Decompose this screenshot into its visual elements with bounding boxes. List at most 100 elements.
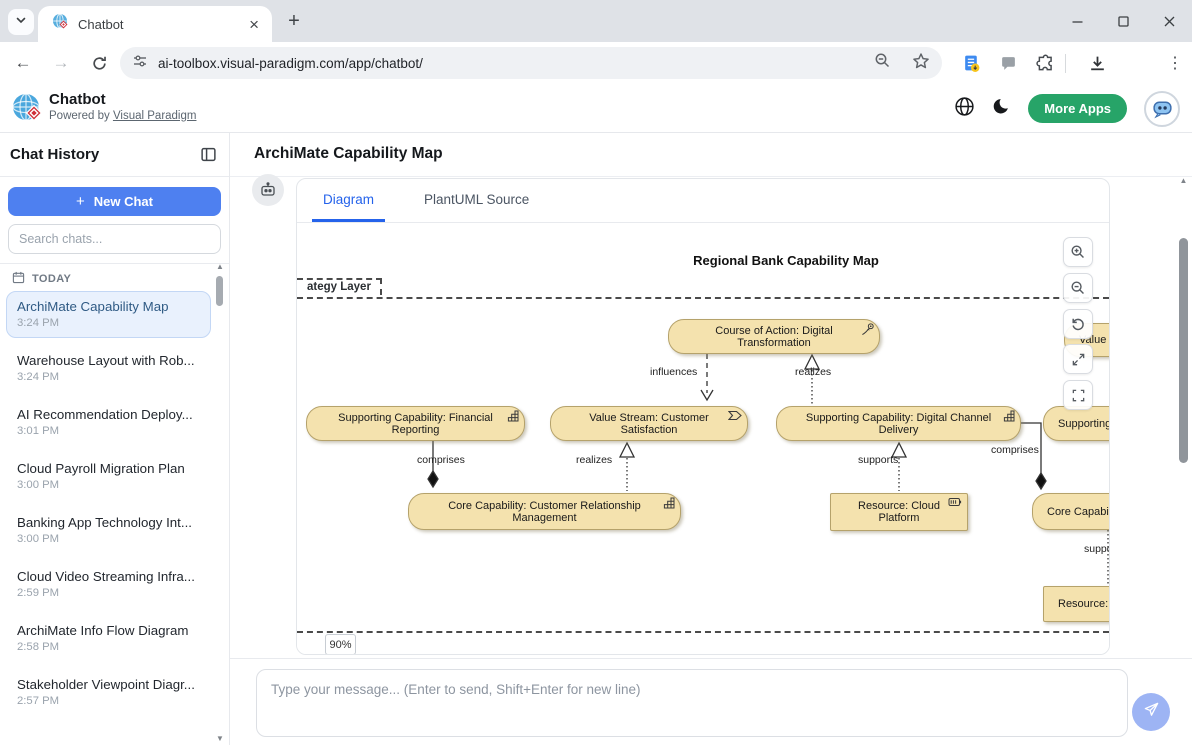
extensions-puzzle-icon[interactable] <box>1030 42 1060 84</box>
diagram-fullscreen-button[interactable] <box>1063 380 1093 410</box>
sidebar-title: Chat History <box>10 146 100 163</box>
node-course-of-action[interactable]: Course of Action: Digital Transformation <box>668 319 880 354</box>
tab-close-icon[interactable]: × <box>249 14 259 34</box>
node-supporting-capability-clipped[interactable]: Supporting <box>1043 406 1109 441</box>
diagram-zoom-out-button[interactable] <box>1063 273 1093 303</box>
dark-mode-moon-icon[interactable] <box>992 97 1011 121</box>
chat-list-item[interactable]: Warehouse Layout with Rob...3:24 PM <box>17 353 195 383</box>
docs-extension-icon[interactable] <box>956 42 986 84</box>
node-value-stream-customer-satisfaction[interactable]: Value Stream: Customer Satisfaction <box>550 406 748 441</box>
strategy-layer-label: ategy Layer <box>297 278 382 295</box>
message-input[interactable] <box>256 669 1128 737</box>
search-chats-input[interactable] <box>8 224 221 254</box>
chat-main-area: ArchiMate Capability Map Diagram PlantUM… <box>230 133 1192 658</box>
strategy-layer-boundary-bottom <box>297 631 1109 633</box>
browser-tab-strip: Chatbot × + <box>0 0 1192 42</box>
site-favicon <box>52 13 69 35</box>
tab-plantuml-source[interactable]: PlantUML Source <box>424 191 530 207</box>
course-of-action-icon <box>861 323 874 336</box>
forward-button[interactable]: → <box>52 53 70 72</box>
node-supporting-digital-channel-delivery[interactable]: Supporting Capability: Digital Channel D… <box>776 406 1021 441</box>
minimize-button[interactable] <box>1054 0 1100 42</box>
diagram-title: Regional Bank Capability Map <box>693 253 879 268</box>
capability-icon <box>507 410 519 422</box>
diagram-expand-button[interactable] <box>1063 344 1093 374</box>
capability-icon <box>663 497 675 509</box>
bookmark-star-icon[interactable] <box>912 52 930 75</box>
diagram-zoom-badge: 90% <box>325 634 356 654</box>
node-supporting-financial-reporting[interactable]: Supporting Capability: Financial Reporti… <box>306 406 525 441</box>
chat-list-item[interactable]: AI Recommendation Deploy...3:01 PM <box>17 407 193 437</box>
close-window-button[interactable] <box>1146 0 1192 42</box>
language-globe-icon[interactable] <box>954 96 975 122</box>
browser-menu-icon[interactable]: ⋮ <box>1167 55 1183 72</box>
browser-tab[interactable]: Chatbot × <box>38 6 272 42</box>
scroll-up-icon[interactable]: ▲ <box>1179 176 1188 185</box>
visual-paradigm-logo <box>11 91 45 130</box>
window-controls <box>1054 0 1192 42</box>
url-field[interactable]: ai-toolbox.visual-paradigm.com/app/chatb… <box>120 47 942 79</box>
node-resource-cloud-platform[interactable]: Resource: Cloud Platform <box>830 493 968 531</box>
sidebar-collapse-icon[interactable] <box>200 146 217 168</box>
chat-list-item[interactable]: Cloud Video Streaming Infra...2:59 PM <box>17 569 195 599</box>
zoom-indicator-icon[interactable] <box>874 52 891 74</box>
chevron-down-icon <box>15 13 27 31</box>
value-stream-icon <box>727 410 742 421</box>
edge-label: supports <box>1084 543 1109 555</box>
scroll-down-icon[interactable]: ▼ <box>216 734 224 743</box>
scrollbar-thumb[interactable] <box>1179 238 1188 463</box>
refresh-button[interactable] <box>82 42 116 84</box>
sidebar-divider <box>0 263 229 264</box>
tab-diagram[interactable]: Diagram <box>312 179 386 222</box>
diagram-card: Diagram PlantUML Source Regional Bank Ca… <box>296 178 1110 655</box>
chat-list-item[interactable]: Stakeholder Viewpoint Diagr...2:57 PM <box>17 677 195 707</box>
section-label: TODAY <box>32 273 72 285</box>
node-core-capability-clipped[interactable]: Core Capabilit <box>1032 493 1109 530</box>
edge-label: realizes <box>576 454 613 466</box>
edge-label: comprises <box>991 444 1039 456</box>
diagram-edges <box>427 353 1109 584</box>
comment-bubble-icon[interactable] <box>993 42 1023 84</box>
tab-search-button[interactable] <box>8 9 34 35</box>
address-bar: ← → ai-toolbox.visual-paradigm.com/app/c… <box>0 42 1192 118</box>
download-icon[interactable] <box>1082 42 1112 84</box>
diagram-viewport[interactable]: Regional Bank Capability Map ategy Layer <box>297 223 1109 654</box>
app-title: Chatbot <box>49 91 106 108</box>
toolbar-separator <box>1065 54 1066 73</box>
new-tab-button[interactable]: + <box>288 9 300 32</box>
chat-history-sidebar: Chat History + New Chat TODAY ArchiMate … <box>0 133 230 745</box>
send-button[interactable] <box>1132 693 1170 731</box>
tab-title: Chatbot <box>78 16 124 32</box>
powered-by: Powered by Visual Paradigm <box>49 110 197 122</box>
edge-label: comprises <box>417 454 465 466</box>
message-composer <box>230 658 1192 745</box>
edge-label: realizes <box>795 366 832 378</box>
more-apps-button[interactable]: More Apps <box>1028 94 1127 123</box>
main-scrollbar[interactable]: ▲ ▼ <box>1178 176 1189 665</box>
chat-list-item[interactable]: Banking App Technology Int...3:00 PM <box>17 515 192 545</box>
maximize-button[interactable] <box>1100 0 1146 42</box>
conversation-title: ArchiMate Capability Map <box>254 145 443 162</box>
app-header: Chatbot Powered by Visual Paradigm More … <box>0 84 1192 133</box>
sidebar-scrollbar[interactable]: ▲ ▼ <box>215 262 225 743</box>
node-resource-clipped[interactable]: Resource: B <box>1043 586 1109 622</box>
url-text: ai-toolbox.visual-paradigm.com/app/chatb… <box>158 55 423 71</box>
visual-paradigm-link[interactable]: Visual Paradigm <box>112 110 197 122</box>
scrollbar-thumb[interactable] <box>216 276 223 306</box>
new-chat-button[interactable]: + New Chat <box>8 187 221 216</box>
paper-plane-icon <box>1143 701 1160 723</box>
capability-icon <box>1003 410 1015 422</box>
edge-label: supports <box>858 454 899 466</box>
resource-icon <box>948 497 962 507</box>
site-settings-icon[interactable] <box>132 53 148 74</box>
back-button[interactable]: ← <box>14 53 32 72</box>
chatbot-avatar-icon[interactable] <box>1144 90 1180 127</box>
diagram-reset-button[interactable] <box>1063 309 1093 339</box>
scroll-up-icon[interactable]: ▲ <box>216 262 224 271</box>
node-core-capability-crm[interactable]: Core Capability: Customer Relationship M… <box>408 493 681 530</box>
diagram-zoom-in-button[interactable] <box>1063 237 1093 267</box>
